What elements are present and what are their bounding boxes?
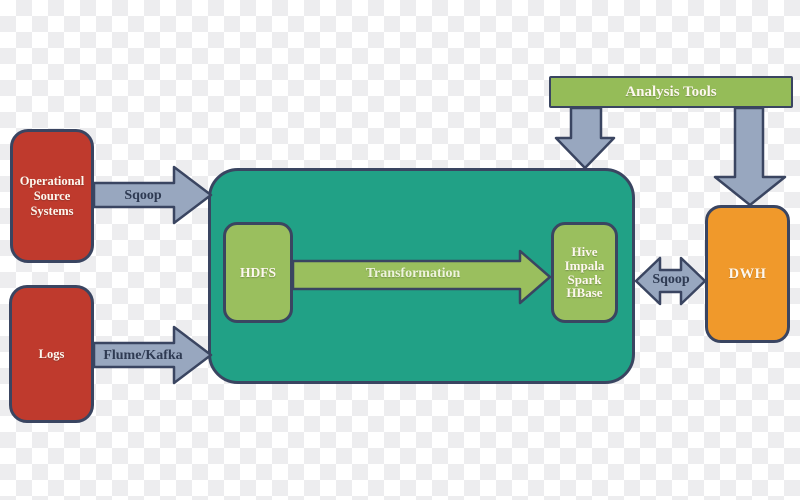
hive-stack-label: Hive Impala Spark HBase [564, 243, 605, 301]
sqoop-ingest-arrow [92, 165, 213, 225]
flume-kafka-arrow [92, 325, 213, 385]
analysis-tools-label: Analysis Tools [625, 83, 717, 100]
analysis-to-dwh-arrow [713, 106, 787, 207]
dwh-label: DWH [728, 265, 767, 282]
transformation-arrow-shape [291, 249, 552, 305]
analysis-to-platform-arrow-shape [554, 106, 616, 170]
hdfs-label: HDFS [239, 264, 276, 280]
sqoop-ingest-arrow-label: Sqoop [124, 188, 162, 203]
analysis-to-platform-arrow [554, 106, 616, 170]
hive-stack-box: Hive Impala Spark HBase [551, 222, 618, 323]
sqoop-exchange-arrow-label: Sqoop [652, 272, 690, 287]
transformation-arrow [291, 249, 552, 305]
operational-source-systems-label: Operational Source Systems [19, 173, 85, 218]
hdfs-box: HDFS [223, 222, 293, 323]
sqoop-ingest-arrow-shape [92, 165, 213, 225]
analysis-to-dwh-arrow-shape [713, 106, 787, 207]
flume-kafka-arrow-shape [92, 325, 213, 385]
flume-kafka-arrow-label: Flume/Kafka [103, 348, 183, 363]
dwh-box: DWH [705, 205, 790, 343]
analysis-tools-box: Analysis Tools [549, 76, 793, 108]
operational-source-systems-box: Operational Source Systems [10, 129, 94, 263]
logs-label: Logs [38, 346, 65, 361]
logs-box: Logs [9, 285, 94, 423]
transformation-arrow-label: Transformation [365, 266, 461, 281]
